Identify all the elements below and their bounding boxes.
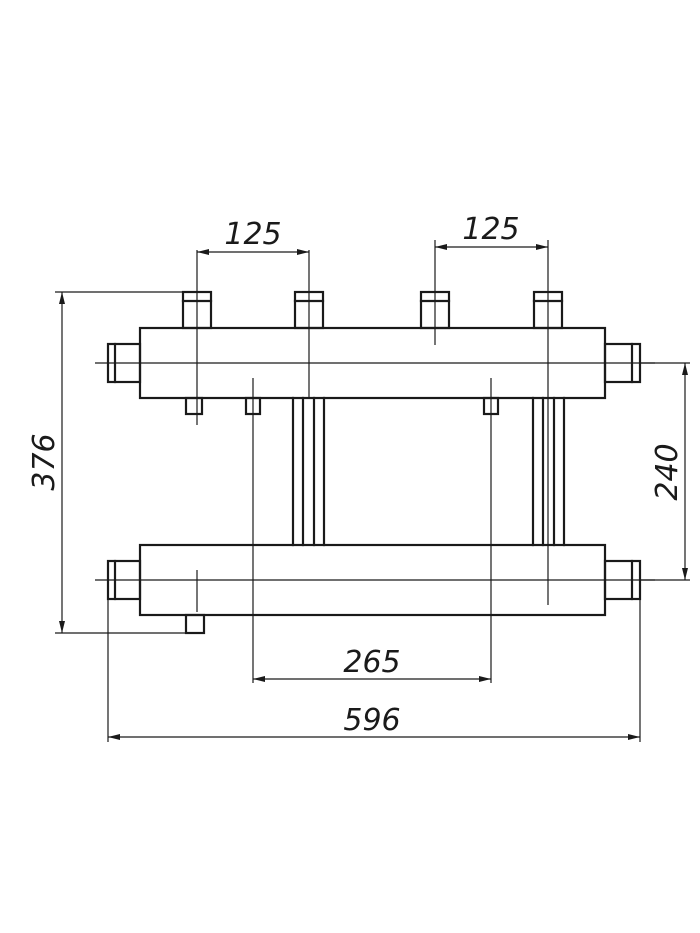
dimension-overall-width-596: 596 bbox=[108, 703, 640, 740]
dimension-top-right-125: 125 bbox=[435, 212, 548, 250]
lower-header-pipe bbox=[95, 543, 655, 617]
connecting-tube-left bbox=[291, 396, 326, 547]
dimension-overall-height-376: 376 bbox=[27, 292, 65, 633]
dimension-bottom-port-265: 265 bbox=[253, 645, 491, 682]
dim-label-596: 596 bbox=[343, 703, 400, 738]
connecting-tube-right bbox=[531, 396, 566, 547]
dim-label-125-right: 125 bbox=[462, 212, 519, 247]
dim-label-125-left: 125 bbox=[224, 217, 281, 252]
center-lines bbox=[55, 240, 690, 742]
dim-label-376: 376 bbox=[27, 433, 62, 490]
upper-header-stubs bbox=[184, 396, 500, 416]
lower-header-stub bbox=[184, 613, 206, 635]
upper-header-pipe bbox=[95, 326, 655, 400]
dimension-top-left-125: 125 bbox=[197, 217, 309, 255]
dimension-header-spacing-240: 240 bbox=[650, 363, 688, 580]
dim-label-240: 240 bbox=[650, 443, 685, 500]
dim-label-265: 265 bbox=[343, 645, 400, 680]
